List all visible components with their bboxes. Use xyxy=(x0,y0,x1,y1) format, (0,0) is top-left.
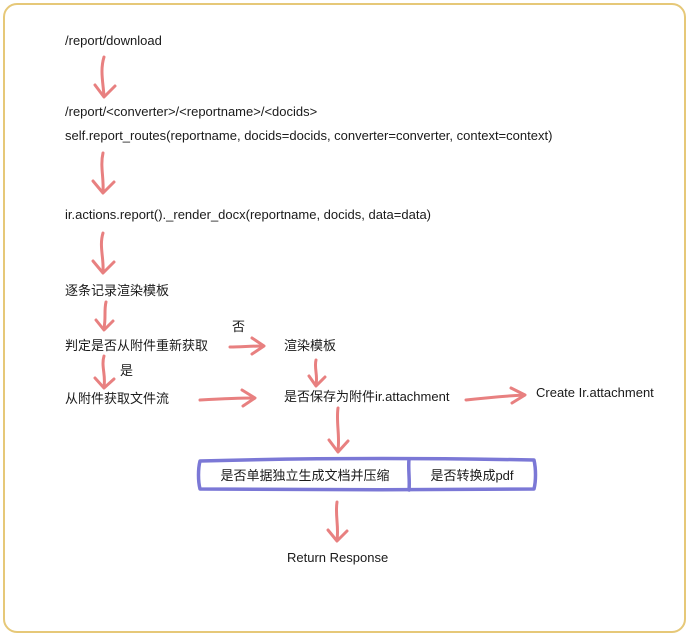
node-create-attachment: Create Ir.attachment xyxy=(536,385,654,400)
arrow-save-to-create xyxy=(464,386,527,405)
arrow-box-to-return xyxy=(326,500,349,543)
arrow-check-to-render-template xyxy=(228,336,266,356)
edge-label-no: 否 xyxy=(232,319,246,334)
arrow-check-to-stream xyxy=(93,354,116,390)
node-render-docx-call: ir.actions.report()._render_docx(reportn… xyxy=(65,207,431,222)
options-box-border xyxy=(196,456,538,492)
arrow-download-to-converter xyxy=(93,55,117,99)
node-download-route: /report/download xyxy=(65,33,162,48)
node-render-template: 渲染模板 xyxy=(284,338,337,353)
arrow-each-record-to-check xyxy=(94,300,115,332)
node-render-each-record: 逐条记录渲染模板 xyxy=(65,283,170,298)
arrow-render-template-to-save xyxy=(307,358,327,388)
options-box: 是否单据独立生成文档并压缩 是否转换成pdf xyxy=(196,455,538,493)
node-convert-pdf: 是否转换成pdf xyxy=(430,467,514,483)
node-compress-separate: 是否单据独立生成文档并压缩 xyxy=(220,467,390,483)
node-return-response: Return Response xyxy=(287,550,389,565)
arrow-routes-to-render-docx xyxy=(91,151,116,195)
diagram-frame xyxy=(3,3,686,633)
node-check-from-attachment: 判定是否从附件重新获取 xyxy=(65,338,209,353)
arrow-save-to-box xyxy=(327,406,350,454)
node-converter-route: /report/<converter>/<reportname>/<docids… xyxy=(65,104,318,119)
arrow-stream-to-save xyxy=(198,388,257,408)
node-get-stream-from-attachment: 从附件获取文件流 xyxy=(65,391,170,406)
node-report-routes-call: self.report_routes(reportname, docids=do… xyxy=(65,128,553,143)
node-save-as-attachment: 是否保存为附件ir.attachment xyxy=(284,389,450,404)
arrow-render-docx-to-each-record xyxy=(91,231,116,275)
edge-label-yes: 是 xyxy=(120,363,134,378)
